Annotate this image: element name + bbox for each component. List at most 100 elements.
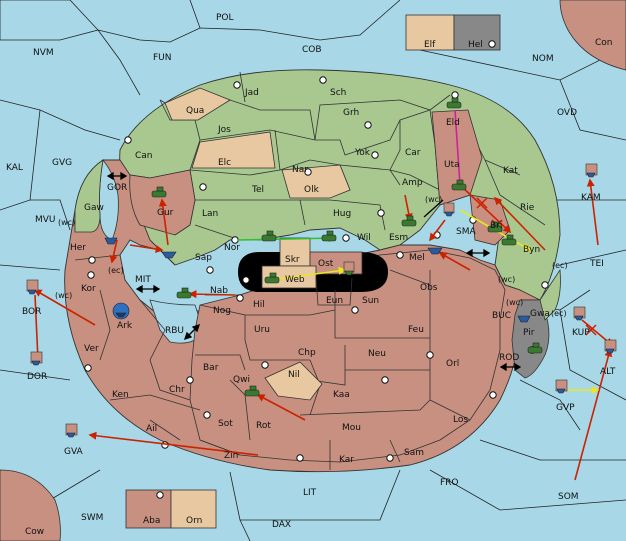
border-mid-ring bbox=[199, 109, 431, 156]
label-hug: Hug bbox=[333, 209, 351, 219]
sea-border-gvg bbox=[30, 199, 71, 231]
order-ver-bor bbox=[33, 289, 96, 326]
supply-center-can bbox=[124, 136, 132, 144]
label-hil: Hil bbox=[253, 300, 265, 310]
label-car: Car bbox=[405, 148, 421, 158]
label-web: Web bbox=[285, 275, 305, 285]
unit-sma bbox=[443, 202, 455, 217]
label-tel: Tel bbox=[251, 185, 264, 195]
supply-center-zin bbox=[296, 454, 304, 462]
supply-center-los bbox=[489, 391, 497, 399]
label-ark: Ark bbox=[117, 321, 133, 331]
label-ost: Ost bbox=[318, 259, 334, 269]
supply-center-hil bbox=[236, 294, 244, 302]
label-som: SOM bbox=[558, 492, 579, 502]
unit-alt bbox=[604, 339, 617, 354]
label-gaw: Gaw bbox=[84, 203, 104, 213]
label-gwa: Gwa bbox=[530, 309, 550, 319]
supply-center-sch bbox=[319, 76, 327, 84]
order-eld-uta bbox=[454, 109, 461, 186]
supply-center-hug bbox=[377, 209, 385, 217]
label-skr: Skr bbox=[285, 255, 300, 265]
border-hug-esm bbox=[329, 199, 386, 231]
supply-center-hel bbox=[488, 40, 496, 48]
coast-labels: (wc) (ec) (wc) (wc) (ec) (wc) (wc) (ec) bbox=[55, 195, 568, 318]
label-uru: Uru bbox=[254, 325, 270, 335]
label-nor: Nor bbox=[224, 243, 240, 253]
label-ovd: OVD bbox=[557, 108, 577, 118]
label-bor: BOR bbox=[22, 307, 41, 317]
border-grh bbox=[314, 94, 451, 141]
label-sch: Sch bbox=[330, 88, 346, 98]
province-nil[interactable] bbox=[264, 361, 323, 401]
order-som-alt bbox=[574, 348, 613, 481]
label-tei: TEI bbox=[589, 259, 604, 269]
border-bar bbox=[195, 354, 246, 371]
label-ec-gwa: (ec) bbox=[551, 309, 567, 318]
supply-center-sot bbox=[203, 411, 211, 419]
supply-center-neu bbox=[381, 376, 389, 384]
province-gaw[interactable] bbox=[74, 159, 104, 233]
border-uru-sun bbox=[245, 309, 336, 316]
orders bbox=[33, 109, 614, 481]
unit-bor bbox=[26, 279, 39, 295]
sea-border-rod bbox=[519, 379, 581, 431]
unit-kam bbox=[585, 163, 598, 178]
label-zin: Zin bbox=[224, 451, 238, 461]
order-bor-dor bbox=[33, 294, 42, 362]
order-mel bbox=[438, 252, 471, 271]
label-lit: LIT bbox=[303, 488, 317, 498]
label-mel: Mel bbox=[409, 253, 425, 263]
province-con[interactable] bbox=[559, 0, 626, 71]
label-nom: NOM bbox=[532, 54, 554, 64]
sea-border-cob bbox=[319, 0, 401, 41]
label-elf: Elf bbox=[424, 40, 436, 50]
fleet-ark bbox=[112, 302, 130, 320]
border-sun-feu bbox=[334, 290, 430, 339]
unit-gva bbox=[65, 423, 78, 438]
border-rie-byn bbox=[499, 194, 546, 226]
label-ail: Ail bbox=[146, 424, 157, 434]
supply-center-chr bbox=[186, 376, 194, 384]
border-nil bbox=[309, 345, 346, 386]
sea-border-tei bbox=[559, 249, 626, 266]
sea-border-kal2 bbox=[0, 109, 41, 211]
supply-center-wil bbox=[342, 234, 350, 242]
supply-center-yok bbox=[371, 151, 379, 159]
units bbox=[26, 97, 617, 438]
border-ail-zin bbox=[149, 419, 181, 441]
label-lan: Lan bbox=[202, 209, 218, 219]
label-qwi: Qwi bbox=[233, 375, 250, 385]
border-mou bbox=[299, 399, 431, 416]
label-mvu: MVU bbox=[35, 215, 56, 225]
order-byn-bri bbox=[493, 196, 546, 251]
strait-mel bbox=[465, 248, 491, 258]
sea-border-fro bbox=[429, 469, 626, 511]
label-jos: Jos bbox=[217, 125, 231, 135]
label-kam: KAM bbox=[581, 193, 601, 203]
label-ec-her: (ec) bbox=[108, 266, 124, 275]
supply-center-her bbox=[88, 256, 96, 264]
label-pir: Pir bbox=[523, 328, 535, 338]
province-cow[interactable] bbox=[0, 469, 61, 541]
order-sap bbox=[129, 244, 164, 253]
label-aba: Aba bbox=[143, 516, 160, 526]
label-wc-gwa: (wc) bbox=[506, 298, 523, 307]
sea-border-lit bbox=[229, 469, 401, 521]
province-olk[interactable] bbox=[281, 164, 351, 199]
province-aba[interactable] bbox=[125, 489, 172, 529]
label-wc-byn: (wc) bbox=[498, 275, 515, 284]
fail-mark-1 bbox=[476, 197, 488, 209]
province-gwa[interactable] bbox=[539, 268, 561, 321]
province-qua[interactable] bbox=[164, 87, 231, 121]
label-fro: FRO bbox=[440, 478, 459, 488]
border-yok-car bbox=[389, 120, 401, 171]
supply-center-qwi bbox=[261, 361, 269, 369]
label-amp: Amp bbox=[402, 178, 423, 188]
label-kat: Kat bbox=[503, 166, 518, 176]
province-orn[interactable] bbox=[170, 489, 217, 529]
province-elf[interactable] bbox=[405, 14, 455, 51]
border-chp bbox=[244, 339, 310, 361]
province-elc[interactable] bbox=[191, 131, 276, 169]
supply-center-ver bbox=[84, 364, 92, 372]
